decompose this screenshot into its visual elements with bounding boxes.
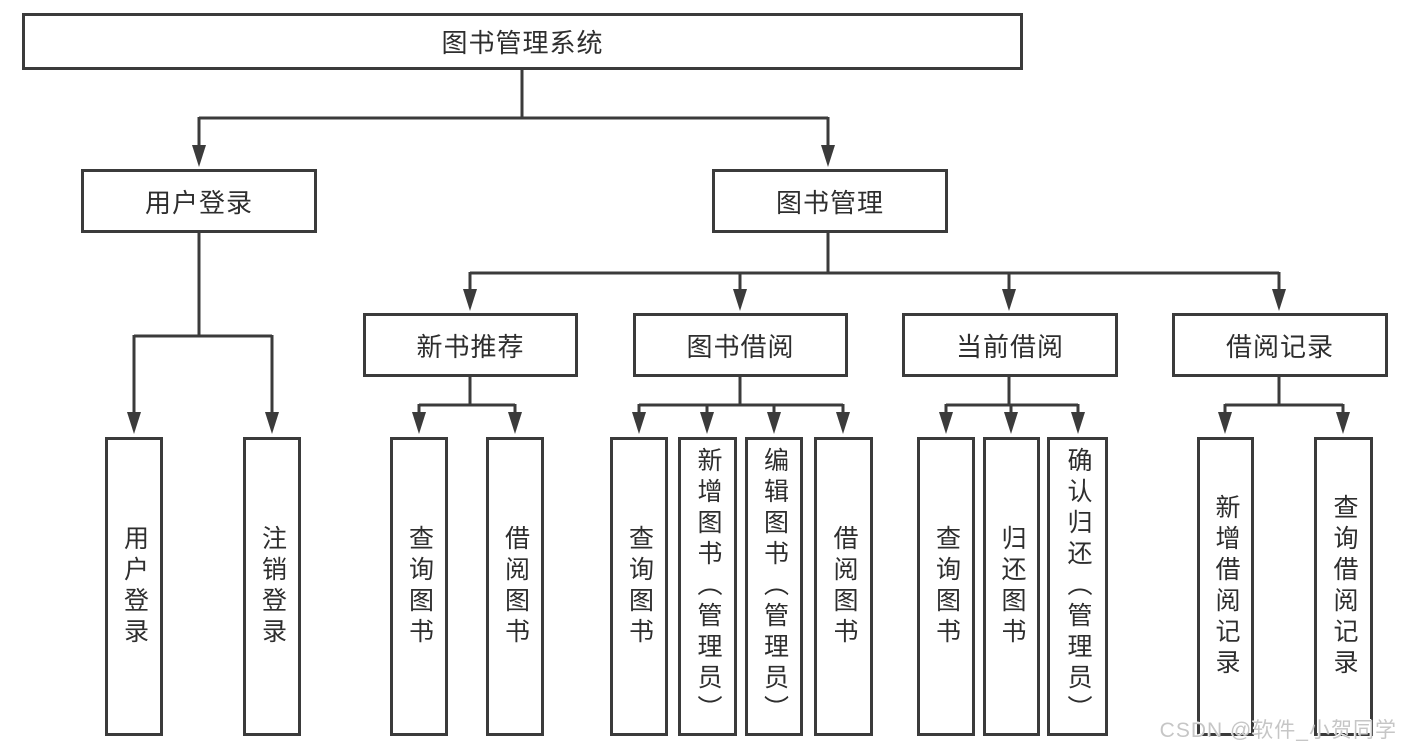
arrow-icon [1272, 289, 1286, 311]
leaf-confirm-return-admin: 确认归还（管理员） [1047, 437, 1108, 736]
node-label: 用户登录 [120, 524, 149, 649]
node-label: 注销登录 [258, 524, 287, 649]
arrow-icon [939, 412, 953, 434]
leaf-query-book-3: 查询图书 [917, 437, 975, 736]
node-current-borrowing: 当前借阅 [902, 313, 1118, 377]
node-label: 图书借阅 [686, 331, 795, 362]
node-user-login: 用户登录 [81, 169, 317, 233]
arrow-icon [265, 412, 279, 434]
node-label: 借阅记录 [1225, 331, 1334, 362]
arrow-icon [1002, 289, 1016, 311]
node-label: 新增借阅记录 [1212, 493, 1240, 680]
arrow-icon [821, 145, 835, 167]
arrowheads [127, 145, 1350, 434]
arrow-icon [192, 145, 206, 167]
node-label: 新书推荐 [416, 331, 525, 362]
arrow-icon [1004, 412, 1018, 434]
node-book-management: 图书管理 [712, 169, 948, 233]
node-label: 查询图书 [625, 524, 654, 649]
node-borrowing-records: 借阅记录 [1172, 313, 1388, 377]
node-library-system: 图书管理系统 [22, 13, 1023, 70]
arrow-icon [632, 412, 646, 434]
node-book-borrowing: 图书借阅 [633, 313, 848, 377]
arrow-icon [1218, 412, 1232, 434]
leaf-borrow-book-2: 借阅图书 [814, 437, 873, 736]
arrow-icon [463, 289, 477, 311]
leaf-edit-book-admin: 编辑图书（管理员） [745, 437, 803, 736]
leaf-query-borrow-record: 查询借阅记录 [1314, 437, 1373, 736]
edge-lines [132, 69, 1345, 416]
csdn-watermark: CSDN @软件_小贺同学 [1159, 719, 1397, 742]
node-label: 确认归还（管理员） [1064, 447, 1092, 726]
leaf-add-borrow-record: 新增借阅记录 [1197, 437, 1254, 736]
leaf-user-login: 用户登录 [105, 437, 163, 736]
arrow-icon [412, 412, 426, 434]
arrow-icon [767, 412, 781, 434]
arrow-icon [700, 412, 714, 434]
node-label: 查询借阅记录 [1330, 493, 1358, 680]
arrow-icon [1336, 412, 1350, 434]
node-label: 当前借阅 [955, 331, 1064, 362]
leaf-return-book: 归还图书 [983, 437, 1040, 736]
node-label: 新增图书（管理员） [694, 447, 722, 726]
leaf-logout: 注销登录 [243, 437, 301, 736]
arrow-icon [127, 412, 141, 434]
node-label: 用户登录 [144, 187, 253, 218]
node-label: 查询图书 [405, 524, 434, 649]
leaf-borrow-book-1: 借阅图书 [486, 437, 544, 736]
node-label: 借阅图书 [830, 524, 858, 649]
node-label: 归还图书 [998, 524, 1026, 649]
arrow-icon [508, 412, 522, 434]
node-new-book-recommendation: 新书推荐 [363, 313, 578, 377]
arrow-icon [836, 412, 850, 434]
arrow-icon [1071, 412, 1085, 434]
node-label: 图书管理系统 [441, 28, 604, 58]
leaf-query-book-2: 查询图书 [610, 437, 668, 736]
leaf-add-book-admin: 新增图书（管理员） [678, 437, 737, 736]
node-label: 编辑图书（管理员） [760, 447, 789, 726]
node-label: 图书管理 [775, 187, 884, 218]
arrow-icon [733, 289, 747, 311]
leaf-query-book-1: 查询图书 [390, 437, 448, 736]
node-label: 借阅图书 [501, 524, 530, 649]
node-label: 查询图书 [932, 524, 961, 649]
